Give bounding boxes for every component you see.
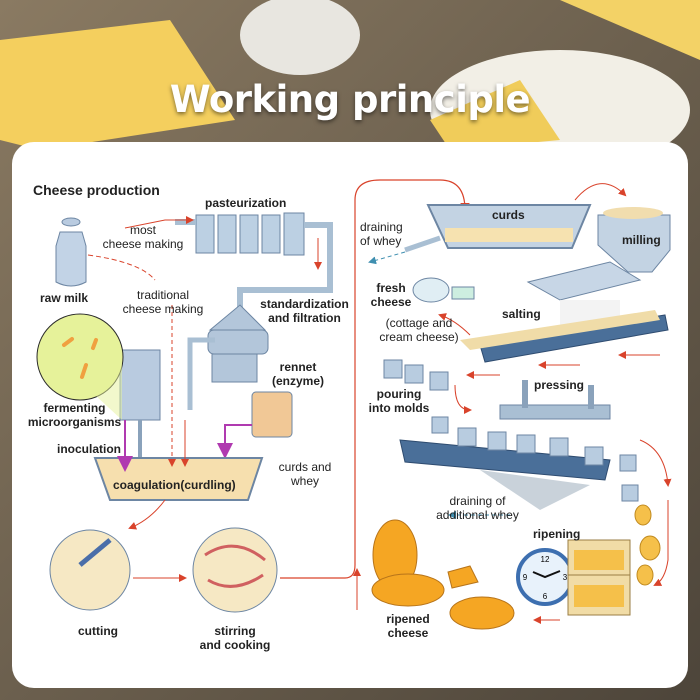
salting-block-icon: [526, 261, 642, 301]
label-salting: salting: [502, 307, 541, 321]
label-milling: milling: [622, 233, 661, 247]
stirring-icon: [192, 527, 278, 613]
clock-number: 9: [523, 573, 528, 582]
label-coagulation: coagulation(curdling): [113, 478, 236, 492]
page-title: Working principle: [169, 78, 531, 121]
label-curds: curds: [492, 208, 525, 222]
coagulation-vat-icon: [93, 457, 264, 501]
clock-number: 6: [543, 592, 548, 601]
diagram-heading: Cheese production: [33, 182, 160, 198]
label-ripening: ripening: [533, 527, 581, 541]
swiss-cheese-wedge: [0, 20, 235, 150]
fresh-cheese-icon: [412, 277, 450, 303]
rennet-jar-icon: [251, 391, 293, 438]
clock-number: 3: [563, 573, 568, 582]
lower-conveyor-icon: [399, 439, 611, 481]
label-cutting: cutting: [78, 624, 118, 638]
label-raw-milk: raw milk: [40, 291, 89, 305]
pasteurizer-icon: [195, 212, 305, 256]
label-inoculation: inoculation: [57, 442, 121, 456]
milling-hopper-icon: [597, 214, 671, 273]
ripened-cheese-icon: [371, 519, 515, 630]
label-pasteurization: pasteurization: [205, 196, 287, 210]
centrifuge-icon: [207, 304, 269, 383]
molds-icon: [383, 359, 449, 391]
label-rennet: rennet(enzyme): [271, 360, 324, 388]
cutting-icon: [49, 529, 131, 611]
milk-can-icon: [55, 217, 87, 287]
clock-number: 12: [541, 555, 550, 564]
press-plate-icon: [499, 404, 611, 420]
label-pressing: pressing: [534, 378, 585, 392]
